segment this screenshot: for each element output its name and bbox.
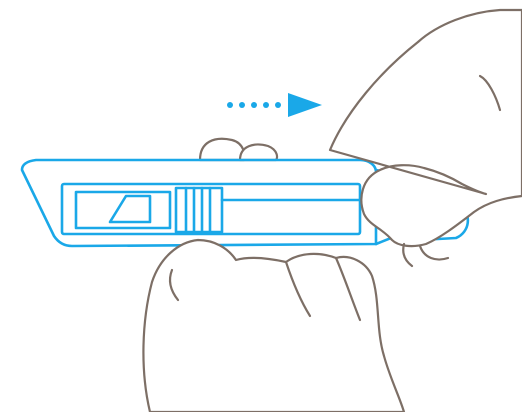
knife-body-outline <box>20 158 378 248</box>
slider-grip-ridges <box>184 186 212 234</box>
back-fingers <box>198 137 279 162</box>
right-hand <box>328 8 522 268</box>
blade-window <box>74 190 172 230</box>
slider-grip <box>174 186 224 234</box>
left-hand <box>142 238 406 412</box>
knife-inner-frame <box>60 182 362 236</box>
blade-icon <box>108 194 152 224</box>
arrow-right-dotted-icon <box>227 93 322 117</box>
